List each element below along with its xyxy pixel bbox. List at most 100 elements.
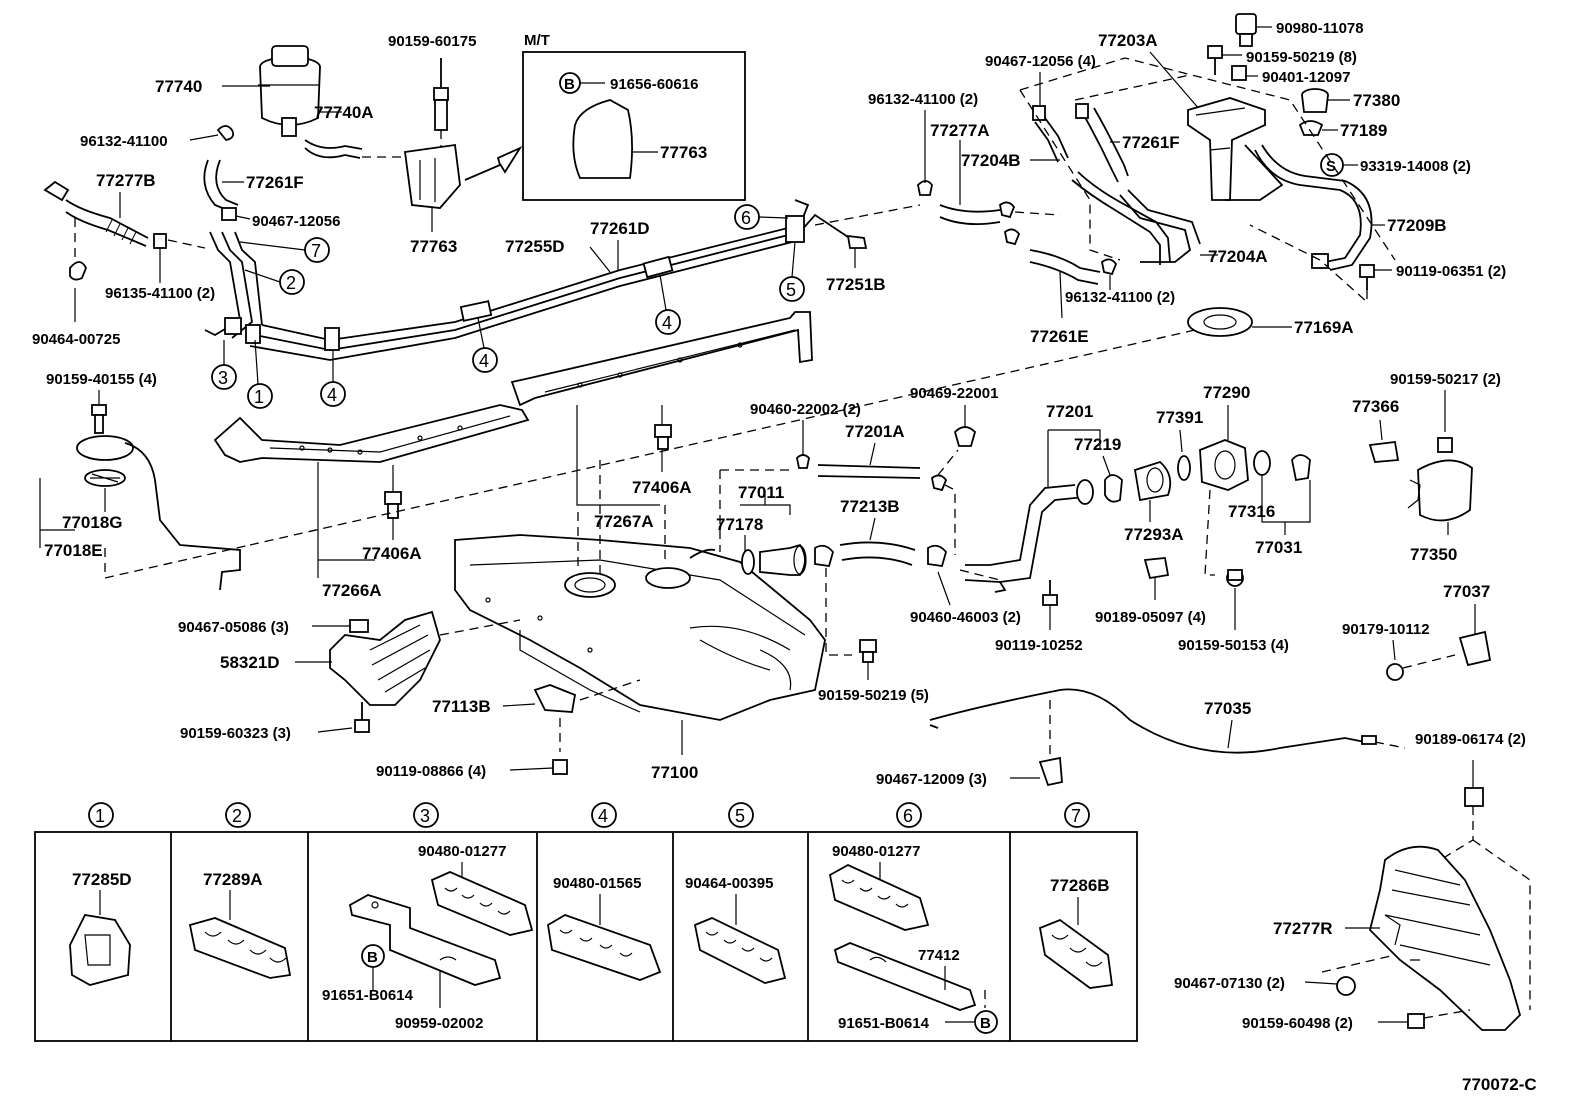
hose-77277A [939,204,1001,213]
tank-band-77266A[interactable] [213,404,530,463]
bolt-90159-50219-8[interactable] [1207,45,1223,75]
charcoal-canister[interactable] [258,45,321,137]
clip-table [34,831,1138,1042]
svg-text:7: 7 [311,241,321,261]
ring-77219[interactable] [1104,474,1123,503]
housing-77290[interactable] [1199,439,1249,491]
label-90959-02002: 90959-02002 [395,1015,483,1032]
protector-58321D[interactable] [329,610,441,706]
clip-90464-00395[interactable] [693,917,787,984]
clip-77285D[interactable] [69,914,131,986]
hose-77213B [839,541,916,551]
label-90179-10112: 90179-10112 [1342,621,1430,638]
label-91656-60616: 91656-60616 [610,76,698,93]
tank-band-77267A[interactable] [510,311,813,407]
label-b-ref: B [564,76,575,93]
ring-77391[interactable] [1177,455,1191,481]
shield-77277R[interactable] [1369,845,1522,1031]
label-77412: 77412 [918,947,960,964]
mt-inset-box: M/T B 91656-60616 77763 [522,32,746,201]
cap-77031[interactable] [1291,454,1311,482]
nut-90401-12097[interactable] [1231,65,1247,81]
gasket-77316[interactable] [1253,450,1271,476]
bolt-90159-50153[interactable] [1226,569,1244,587]
table-num-2: 2 [232,806,242,826]
hose-77261E [1029,249,1101,273]
bolt-90119-10252[interactable] [1042,580,1058,606]
bracket-77763[interactable] [403,143,461,209]
label-77740: 77740 [155,77,202,96]
hose-77740A [304,147,361,159]
hose-77261F [203,159,233,213]
bolt-77406A-a[interactable] [654,424,672,450]
hose-77209B [1254,149,1362,263]
svg-text:B: B [980,1015,991,1032]
hose-77261F-right [1081,111,1119,183]
gasket-77169A[interactable] [1187,307,1253,337]
filler-pipe-77201[interactable] [964,479,1094,593]
label-90469-22001: 90469-22001 [910,385,998,402]
hose-clip [216,125,235,141]
svg-text:4: 4 [662,313,672,333]
label-90159-60498: 90159-60498 (2) [1242,1015,1353,1032]
callout-2-top: 2 [244,269,305,295]
fuel-filler-door-77350[interactable] [1407,459,1473,522]
bolt-90159-60175[interactable] [433,58,449,131]
bolt-90159-50219-5[interactable] [859,639,877,663]
clip-90480-01277-a[interactable] [430,871,534,936]
clamp-90467-12009[interactable] [1038,756,1063,787]
gasket-77178[interactable] [741,549,755,575]
bracket-90959-02002[interactable] [348,894,502,986]
lock-77037[interactable] [1458,630,1492,667]
label-77290: 77290 [1203,383,1250,402]
fuel-tank-77100[interactable] [454,534,826,721]
label-77201: 77201 [1046,402,1093,421]
label-77261D: 77261D [590,219,650,238]
clamp-77189[interactable] [1298,120,1324,136]
gasket-77293A[interactable] [1133,460,1172,502]
union-77251B [846,234,868,249]
bracket-77203A[interactable] [1187,97,1284,201]
table-num-7: 7 [1071,806,1081,826]
label-91651-b0614-a: 91651-B0614 [322,987,414,1004]
label-77763-mt: 77763 [660,143,707,162]
pad-77113B[interactable] [533,684,577,713]
tube-77011[interactable] [759,543,806,576]
label-90460-22002: 90460-22002 (2) [750,401,861,418]
bolt-90119-06351[interactable] [1359,264,1375,290]
clip-77289A[interactable] [188,917,292,979]
svg-text:4: 4 [479,351,489,371]
label-s-ref: S [1326,158,1336,175]
bolt-90159-40155[interactable] [91,404,107,434]
sensor-90980-11078[interactable] [1235,13,1257,47]
label-96135-41100: 96135-41100 (2) [105,285,215,302]
bolt-90159-60323[interactable] [354,702,370,733]
label-77178: 77178 [716,515,763,534]
clip-77286B[interactable] [1038,918,1114,989]
clip-90467-07130[interactable] [1336,976,1356,996]
table-num-1: 1 [95,806,105,826]
spring-77366[interactable] [1368,441,1400,463]
cable-77035[interactable] [929,688,1377,754]
bolt-90119-08866[interactable] [552,759,568,775]
callout-1-top: 1 [247,339,273,409]
label-77031: 77031 [1255,538,1302,557]
fuel-sender-gauge[interactable] [76,435,241,591]
label-90460-46003: 90460-46003 (2) [910,609,1021,626]
label-77285D: 77285D [72,870,132,889]
fuel-lines [204,199,856,361]
label-90980-11078: 90980-11078 [1276,20,1364,37]
bolt-90159-60498[interactable] [1407,1013,1425,1029]
valve-77380[interactable] [1301,88,1329,113]
nut-90179-10112[interactable] [1386,663,1404,681]
svg-text:2: 2 [286,273,296,293]
clip-90189-06174[interactable] [1464,787,1484,807]
screw-90159-50217[interactable] [1437,437,1453,453]
label-77204B: 77204B [961,151,1021,170]
arrow [464,145,523,181]
label-90159-60175: 90159-60175 [388,33,476,50]
label-90159-50217: 90159-50217 (2) [1390,371,1501,388]
label-77261F: 77261F [246,173,304,192]
svg-text:B: B [367,949,378,966]
